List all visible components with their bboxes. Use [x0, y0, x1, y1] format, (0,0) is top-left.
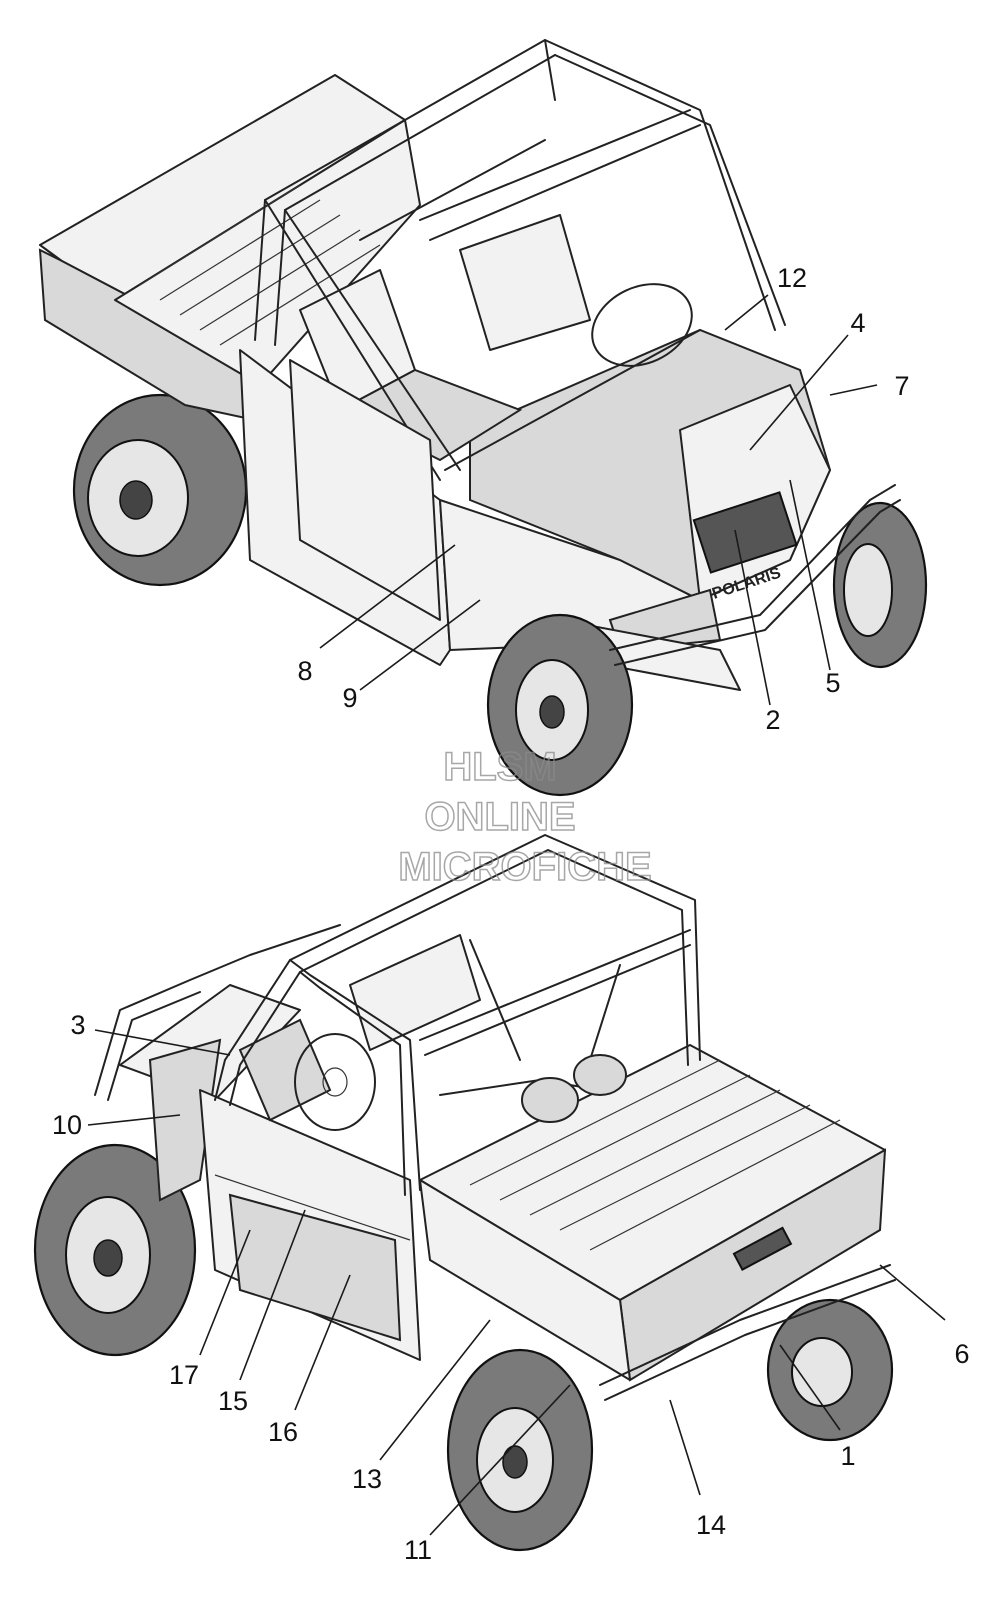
callout-5: 5 [825, 668, 840, 698]
front-left-wheel [486, 613, 634, 797]
callout-6: 6 [954, 1339, 969, 1369]
callout-4: 4 [850, 308, 865, 338]
leader-lines [87, 294, 946, 1536]
callout-12: 12 [777, 263, 807, 293]
leader-15 [239, 1209, 306, 1381]
callout-11: 11 [404, 1535, 432, 1565]
bed-ribs-bottom [469, 1059, 841, 1251]
cargo-bed-bottom [419, 1044, 887, 1382]
callout-2: 2 [765, 705, 780, 735]
leader-1 [779, 1344, 841, 1431]
leader-9 [359, 599, 481, 691]
callout-8: 8 [297, 656, 312, 686]
leader-2 [734, 529, 771, 706]
leader-14 [669, 1399, 701, 1496]
leader-13 [379, 1319, 491, 1461]
cab-body-bottom [199, 1089, 421, 1361]
callout-16: 16 [268, 1417, 298, 1447]
leader-12 [724, 294, 769, 331]
watermark-line-1: HLSM [443, 745, 556, 789]
watermark-line-3: MICROFICHE [398, 845, 651, 889]
leader-4 [749, 334, 849, 451]
vehicle-rear-view [33, 834, 896, 1552]
rear-left-wheel-bottom [446, 1348, 594, 1552]
steering-wheel-top [591, 283, 693, 367]
leader-6 [879, 1264, 946, 1321]
callouts: 12 4 7 8 9 2 5 3 10 17 15 16 13 11 14 1 … [52, 263, 970, 1565]
leader-7 [829, 384, 878, 396]
roll-cage-top [254, 39, 786, 481]
callout-15: 15 [218, 1386, 248, 1416]
leader-17 [199, 1229, 251, 1356]
rear-bumper-bottom [599, 1264, 896, 1401]
door-top [289, 359, 441, 621]
callout-3: 3 [70, 1010, 85, 1040]
front-wheel-bottom [33, 1143, 197, 1357]
vehicle-front-view: POLARIS [38, 39, 928, 797]
leader-8 [319, 544, 456, 649]
leader-10 [87, 1114, 181, 1126]
callout-1: 1 [840, 1441, 855, 1471]
leader-5 [789, 479, 831, 671]
callout-7: 7 [894, 371, 909, 401]
front-right-wheel [832, 501, 928, 669]
front-bumper-top [609, 484, 901, 666]
callout-13: 13 [352, 1464, 382, 1494]
leader-3 [94, 1029, 231, 1056]
callout-10: 10 [52, 1110, 82, 1140]
callout-14: 14 [696, 1510, 726, 1540]
leader-16 [294, 1274, 351, 1411]
rear-shocks [521, 1054, 627, 1123]
watermark-line-2: ONLINE [424, 795, 575, 839]
leader-11 [429, 1384, 571, 1536]
callout-17: 17 [169, 1360, 199, 1390]
callout-9: 9 [342, 683, 357, 713]
rear-right-wheel-bottom [766, 1298, 894, 1442]
watermark: HLSM ONLINE MICROFICHE [398, 744, 653, 890]
rear-left-wheel [72, 393, 248, 587]
steering-wheel-bottom [294, 1033, 376, 1131]
